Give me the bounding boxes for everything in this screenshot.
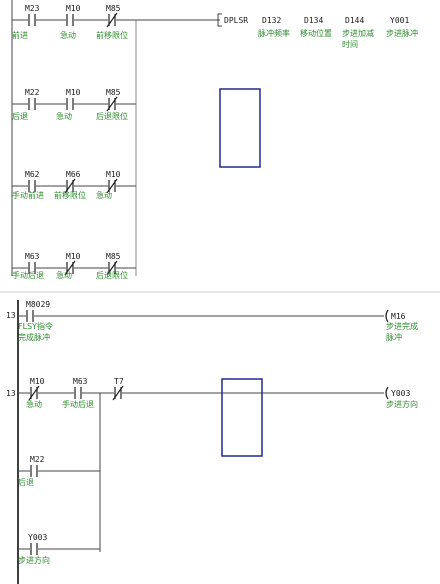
contact-comment: 前移限位 — [96, 30, 128, 40]
upper-program — [11, 0, 222, 276]
contact-m85-nc[interactable] — [106, 96, 118, 112]
contact-comment: FLSY指令 — [18, 321, 53, 331]
operand-comment: 移动位置 — [300, 28, 332, 38]
coil-y003[interactable] — [385, 386, 389, 400]
contact-m10-nc[interactable] — [64, 260, 76, 276]
operand-comment: 时间 — [342, 39, 358, 49]
contact-comment: 急动 — [60, 30, 76, 40]
contact-address: M85 — [106, 4, 121, 13]
contact-address: M22 — [30, 455, 45, 464]
coil-address: M16 — [391, 312, 406, 321]
contact-address: M63 — [73, 377, 88, 386]
contact-comment: 后退限位 — [96, 270, 128, 280]
instruction-mnemonic: DPLSR — [224, 16, 248, 25]
contact-comment: 后退 — [18, 477, 34, 487]
contact-m63[interactable] — [28, 262, 36, 274]
contact-comment: 急动 — [96, 190, 112, 200]
contact-t7-nc[interactable] — [112, 385, 124, 401]
contact-m22[interactable] — [30, 465, 38, 477]
contact-address: M23 — [25, 4, 40, 13]
coil-address: Y003 — [391, 389, 410, 398]
contact-y003[interactable] — [30, 543, 38, 555]
contact-comment: 急动 — [56, 111, 72, 121]
highlight-box — [219, 88, 261, 168]
contact-comment: 手动后退 — [12, 270, 44, 280]
contact-comment: 急动 — [26, 399, 42, 409]
contact-comment: 后退 — [12, 111, 28, 121]
contact-comment: 完成脉冲 — [18, 332, 50, 342]
contact-m85-nc[interactable] — [106, 12, 118, 28]
contact-comment: 手动前进 — [12, 190, 44, 200]
contact-address: M66 — [66, 170, 81, 179]
lower-program — [17, 300, 384, 584]
operand-address: D144 — [345, 16, 364, 25]
contact-m8029[interactable] — [26, 310, 34, 322]
contact-m10-nc[interactable] — [106, 178, 118, 194]
contact-address: M22 — [25, 88, 40, 97]
operand-address: D132 — [262, 16, 281, 25]
contact-m63[interactable] — [74, 387, 82, 399]
contact-address: T7 — [114, 377, 124, 386]
contact-address: M10 — [66, 252, 81, 261]
contact-address: M85 — [106, 88, 121, 97]
highlight-box — [221, 378, 263, 457]
contact-address: M10 — [66, 4, 81, 13]
coil-comment: 脉冲 — [386, 332, 402, 342]
contact-m10[interactable] — [66, 98, 74, 110]
operand-address: Y001 — [390, 16, 409, 25]
operand-comment: 步进加减 — [342, 28, 374, 38]
contact-comment: 手动后退 — [62, 399, 94, 409]
step-number: 13 — [6, 389, 16, 398]
contact-address: M10 — [30, 377, 45, 386]
contact-comment: 前进 — [12, 30, 28, 40]
contact-m22[interactable] — [28, 98, 36, 110]
contact-address: M10 — [66, 88, 81, 97]
operand-comment: 脉冲频率 — [258, 28, 290, 38]
coil-comment: 步进方向 — [386, 399, 418, 409]
contact-m10[interactable] — [66, 14, 74, 26]
step-number: 13 — [6, 311, 16, 320]
contact-comment: 急动 — [56, 270, 72, 280]
contact-address: M85 — [106, 252, 121, 261]
contact-m23[interactable] — [28, 14, 36, 26]
coil-comment: 步进完成 — [386, 321, 418, 331]
contact-address: Y003 — [28, 533, 47, 542]
contact-address: M10 — [106, 170, 121, 179]
contact-comment: 前移限位 — [54, 190, 86, 200]
contact-m62[interactable] — [28, 180, 36, 192]
contact-m10-nc[interactable] — [28, 385, 40, 401]
contact-address: M62 — [25, 170, 40, 179]
contact-comment: 后退限位 — [96, 111, 128, 121]
contact-address: M63 — [25, 252, 40, 261]
contact-m85-nc[interactable] — [106, 260, 118, 276]
operand-address: D134 — [304, 16, 323, 25]
contact-address: M8029 — [26, 300, 50, 309]
contact-m66-nc[interactable] — [64, 178, 76, 194]
coil-m16[interactable] — [385, 309, 389, 323]
contact-comment: 步进方向 — [18, 555, 50, 565]
operand-comment: 步进脉冲 — [386, 28, 418, 38]
